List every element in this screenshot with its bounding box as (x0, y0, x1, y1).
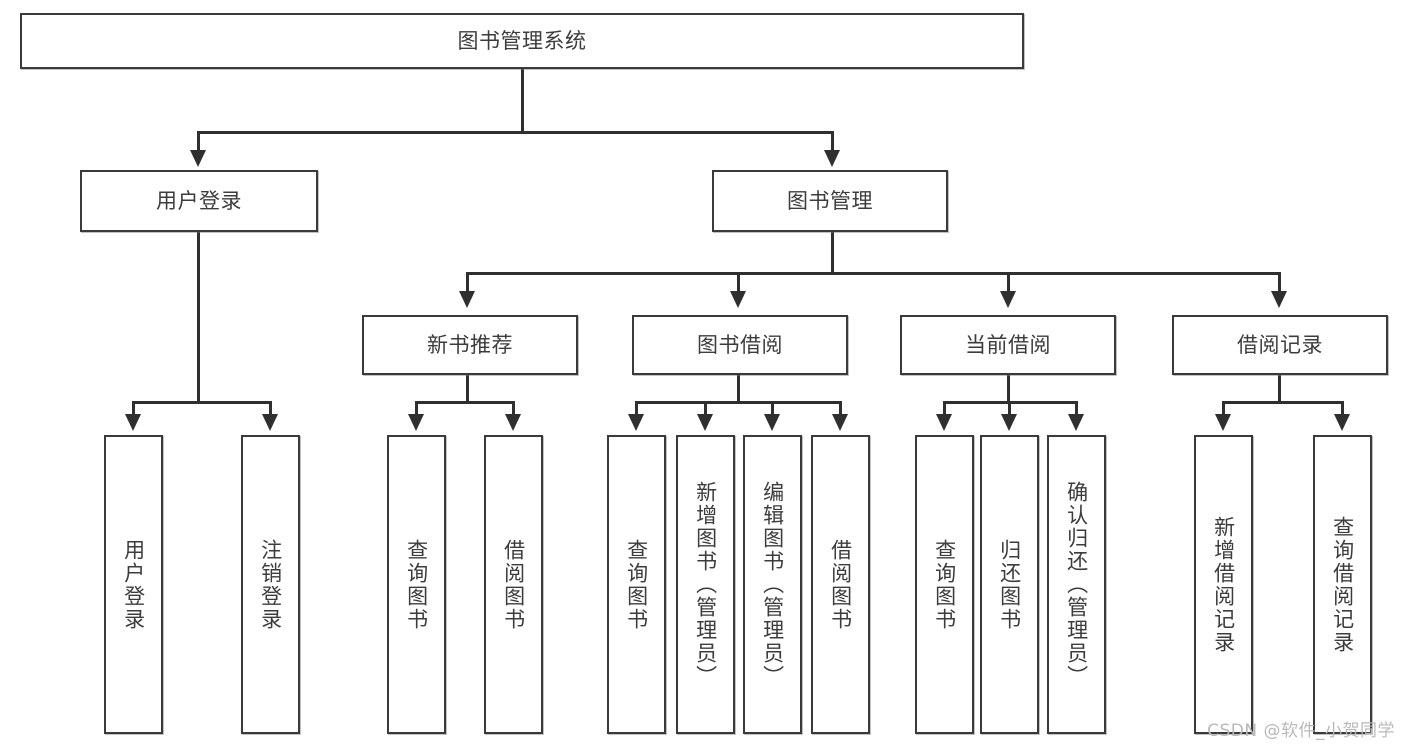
connector-user-login-to-leaf-2 (269, 401, 272, 417)
connector-book-borrow-to-leaf-4 (839, 401, 842, 417)
node-label: 图书管理 (787, 188, 873, 213)
connector-book-manage-to-l3-3 (1007, 272, 1010, 294)
arrow-root-to-user-login (190, 150, 206, 167)
node-new-book-recommend[interactable]: 新书推荐 (362, 315, 578, 375)
leaf-label: 归还图书 (997, 538, 1022, 631)
arrow-book-borrow-to-leaf-4 (832, 414, 848, 431)
csdn-watermark: CSDN @软件_小贺同学 (1207, 721, 1395, 741)
arrow-book-manage-to-l3-3 (1000, 291, 1016, 308)
arrow-user-login-to-leaf-2 (262, 414, 278, 431)
node-label: 用户登录 (156, 188, 242, 213)
arrow-book-manage-to-l3-2 (730, 291, 746, 308)
arrow-borrow-record-to-leaf-2 (1334, 414, 1350, 431)
connector-book-borrow-to-leaf-1 (635, 401, 638, 417)
leaf-label: 新增图书（管理员） (693, 481, 718, 688)
arrow-current-borrow-to-leaf-3 (1068, 414, 1084, 431)
leaf-label: 查询借阅记录 (1330, 515, 1355, 654)
leaf-borrow-record-add-record[interactable]: 新增借阅记录 (1194, 435, 1253, 734)
leaf-label: 借阅图书 (828, 538, 853, 631)
leaf-label: 确认归还（管理员） (1064, 481, 1089, 688)
arrow-book-borrow-to-leaf-2 (697, 414, 713, 431)
arrow-book-manage-to-l3-1 (459, 291, 475, 308)
leaf-current-borrow-return-book[interactable]: 归还图书 (980, 435, 1039, 734)
connector-book-borrow-bus (635, 401, 841, 404)
leaf-label: 注销登录 (258, 538, 283, 631)
node-label: 借阅记录 (1237, 332, 1323, 357)
leaf-label: 查询图书 (404, 538, 429, 631)
connector-borrow-record-to-leaf-1 (1222, 401, 1225, 417)
node-root-book-management-system[interactable]: 图书管理系统 (20, 13, 1024, 69)
node-label: 当前借阅 (965, 332, 1051, 357)
arrow-current-borrow-to-leaf-1 (936, 414, 952, 431)
arrow-borrow-record-to-leaf-1 (1215, 414, 1231, 431)
node-label: 新书推荐 (427, 332, 513, 357)
connector-book-borrow-to-leaf-2 (704, 401, 707, 417)
connector-book-borrow-stem (737, 375, 740, 404)
connector-book-manage-to-l3-4 (1278, 272, 1281, 294)
leaf-new-book-borrow-book[interactable]: 借阅图书 (484, 435, 543, 734)
leaf-label: 查询图书 (624, 538, 649, 631)
node-label: 图书管理系统 (457, 28, 587, 53)
leaf-label: 新增借阅记录 (1211, 515, 1236, 654)
connector-new-book-stem (466, 375, 469, 404)
node-book-borrow[interactable]: 图书借阅 (632, 315, 848, 375)
connector-root-stem (521, 68, 524, 133)
arrow-root-to-book-manage (824, 150, 840, 167)
leaf-book-borrow-borrow-book[interactable]: 借阅图书 (811, 435, 870, 734)
leaf-label: 借阅图书 (501, 538, 526, 631)
leaf-user-login-login[interactable]: 用户登录 (104, 435, 163, 734)
connector-book-borrow-to-leaf-3 (771, 401, 774, 417)
connector-new-book-to-leaf-2 (512, 401, 515, 417)
connector-root-to-user-login (197, 131, 200, 153)
connector-root-bus (197, 131, 834, 134)
connector-current-borrow-to-leaf-2 (1008, 401, 1011, 417)
arrow-book-borrow-to-leaf-3 (764, 414, 780, 431)
arrow-new-book-to-leaf-2 (505, 414, 521, 431)
connector-book-manage-stem (831, 232, 834, 274)
leaf-book-borrow-edit-book[interactable]: 编辑图书（管理员） (743, 435, 802, 734)
leaf-label: 用户登录 (121, 538, 146, 631)
connector-current-borrow-stem (1007, 375, 1010, 404)
arrow-user-login-to-leaf-1 (125, 414, 141, 431)
arrow-book-borrow-to-leaf-1 (628, 414, 644, 431)
node-label: 图书借阅 (697, 332, 783, 357)
leaf-current-borrow-confirm-return[interactable]: 确认归还（管理员） (1047, 435, 1106, 734)
leaf-label: 查询图书 (932, 538, 957, 631)
leaf-book-borrow-add-book[interactable]: 新增图书（管理员） (676, 435, 735, 734)
connector-root-to-book-manage (831, 131, 834, 153)
node-current-borrow[interactable]: 当前借阅 (900, 315, 1116, 375)
node-borrow-record[interactable]: 借阅记录 (1172, 315, 1388, 375)
connector-new-book-to-leaf-1 (415, 401, 418, 417)
leaf-user-login-logout[interactable]: 注销登录 (241, 435, 300, 734)
leaf-borrow-record-query-record[interactable]: 查询借阅记录 (1313, 435, 1372, 734)
node-user-login[interactable]: 用户登录 (80, 170, 318, 232)
connector-book-manage-bus (466, 272, 1281, 275)
connector-borrow-record-to-leaf-2 (1341, 401, 1344, 417)
leaf-label: 编辑图书（管理员） (760, 481, 785, 688)
connector-current-borrow-to-leaf-1 (943, 401, 946, 417)
connector-user-login-stem (197, 232, 200, 404)
node-book-management[interactable]: 图书管理 (712, 170, 948, 232)
connector-borrow-record-bus (1222, 401, 1344, 404)
connector-current-borrow-to-leaf-3 (1075, 401, 1078, 417)
connector-user-login-bus (132, 401, 270, 404)
arrow-book-manage-to-l3-4 (1271, 291, 1287, 308)
leaf-current-borrow-query-book[interactable]: 查询图书 (915, 435, 974, 734)
connector-new-book-bus (415, 401, 515, 404)
arrow-current-borrow-to-leaf-2 (1001, 414, 1017, 431)
leaf-book-borrow-query-book[interactable]: 查询图书 (607, 435, 666, 734)
connector-borrow-record-stem (1278, 375, 1281, 404)
connector-user-login-to-leaf-1 (132, 401, 135, 417)
connector-book-manage-to-l3-1 (466, 272, 469, 294)
connector-book-manage-to-l3-2 (737, 272, 740, 294)
leaf-new-book-query-book[interactable]: 查询图书 (387, 435, 446, 734)
arrow-new-book-to-leaf-1 (408, 414, 424, 431)
